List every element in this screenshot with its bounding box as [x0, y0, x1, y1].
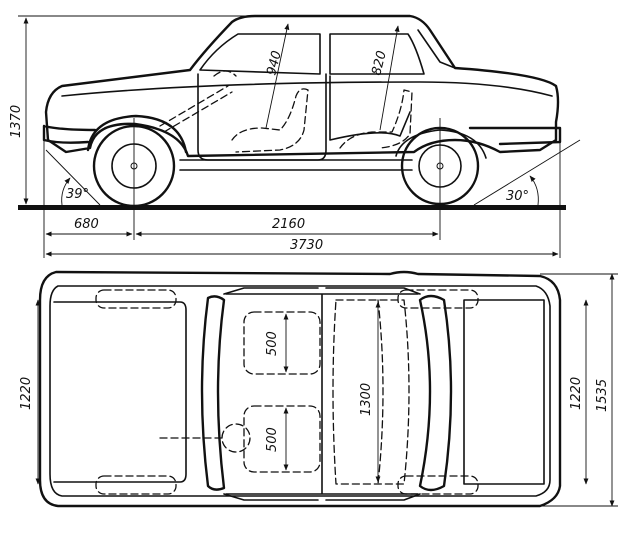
mirror-top — [223, 287, 421, 295]
label-front-track: 1220 — [19, 377, 34, 410]
front-headroom-arrow — [265, 23, 290, 129]
departure-angle-arc — [529, 175, 539, 206]
departure-angle-line — [473, 139, 581, 206]
label-overall-length: 3730 — [290, 238, 323, 253]
front-left-wheel-dashed — [95, 289, 177, 309]
rear-bench-back-dashed — [377, 299, 384, 485]
front-lid — [53, 301, 187, 483]
label-front-overhang: 680 — [74, 217, 99, 232]
top-view: 500 500 1300 1220 1220 1535 — [19, 270, 618, 508]
side-view: 1370 940 820 39° 30° 680 2160 3730 — [9, 14, 581, 258]
front-right-wheel-dashed — [95, 475, 177, 495]
rear-right-wheel-dashed — [397, 475, 479, 495]
front-door — [197, 73, 327, 161]
top-body-inner — [49, 285, 551, 497]
rear-window — [329, 33, 425, 75]
belt-line — [61, 81, 553, 97]
rear-door — [329, 75, 411, 141]
front-seat-right-dashed — [243, 405, 321, 473]
label-interior-width: 1300 — [359, 383, 374, 416]
label-height-total: 1370 — [9, 105, 24, 138]
rocker-line — [179, 159, 413, 171]
rear-wheel — [395, 126, 487, 206]
label-wheelbase: 2160 — [272, 217, 305, 232]
approach-angle-arc — [61, 177, 71, 206]
top-body-outline — [38, 270, 562, 508]
label-headroom-front: 940 — [264, 49, 285, 77]
rear-bumper — [468, 126, 562, 146]
steering-dashed — [159, 70, 237, 133]
label-cushion-rear: 500 — [265, 427, 280, 452]
rear-bench-dashed — [332, 299, 410, 485]
front-seat-left-dashed — [243, 311, 321, 375]
label-headroom-rear: 820 — [369, 49, 390, 77]
steering-wheel-dashed — [221, 423, 251, 453]
rear-quarter-window — [417, 29, 456, 69]
rear-left-wheel-dashed — [397, 289, 479, 309]
rear-lid — [463, 299, 545, 485]
label-rear-track: 1220 — [569, 377, 584, 410]
top-rear-window — [418, 294, 453, 492]
label-approach-angle: 39° — [66, 187, 89, 202]
front-window — [199, 33, 321, 75]
roof-outline — [225, 293, 419, 495]
windshield — [200, 295, 226, 491]
ground-line — [18, 205, 566, 210]
label-overall-width: 1535 — [595, 379, 610, 412]
label-cushion-front: 500 — [265, 331, 280, 356]
body-outline — [44, 14, 560, 158]
front-bumper — [42, 124, 97, 144]
approach-angle-line — [45, 149, 101, 206]
mirror-bottom — [223, 493, 421, 501]
label-departure-angle: 30° — [506, 189, 529, 204]
rear-headroom-arrow — [379, 25, 400, 131]
front-seat-dashed — [231, 88, 309, 153]
rear-seat-dashed — [339, 89, 413, 149]
